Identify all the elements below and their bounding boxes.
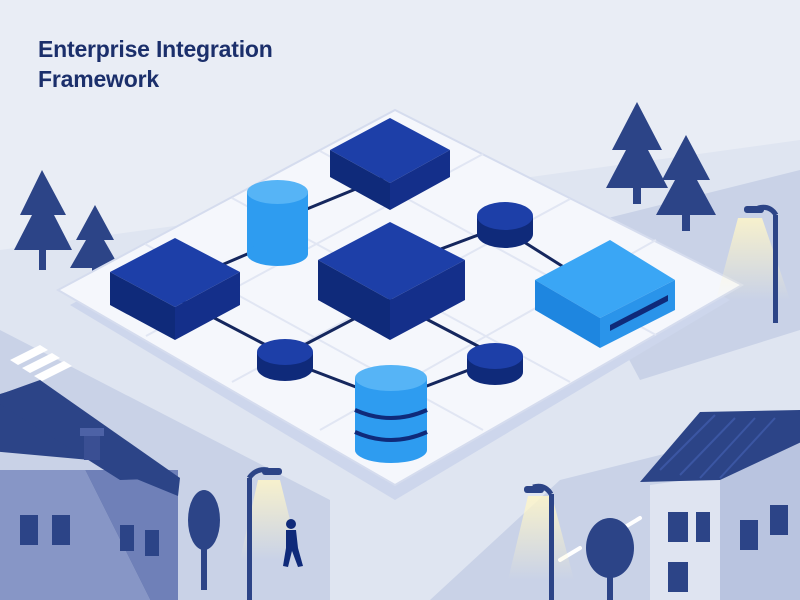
- tree-group-bottom: [188, 490, 634, 600]
- tree-icon: [586, 518, 634, 600]
- tree-group-right: [606, 102, 716, 231]
- house-icon: [0, 380, 180, 600]
- connector-node-lower-left: [257, 339, 313, 381]
- connector-node-lower-right: [467, 343, 523, 385]
- house-icon: [640, 410, 800, 600]
- server-icon: [535, 240, 675, 348]
- tree-icon: [14, 170, 72, 270]
- pedestrian-icon: [283, 519, 303, 567]
- title-line-2: Framework: [38, 66, 159, 92]
- title-line-1: Enterprise Integration: [38, 36, 273, 62]
- integration-node-top: [330, 118, 450, 210]
- tree-icon: [606, 102, 668, 204]
- tree-icon: [188, 490, 220, 590]
- database-icon: [247, 180, 308, 266]
- integration-node-left: [110, 238, 240, 340]
- street-lamp-icon: [240, 467, 300, 600]
- tree-icon: [656, 135, 716, 231]
- database-icon: [354, 365, 428, 463]
- street-lamp-icon: [716, 204, 790, 323]
- connector-node-right: [477, 202, 533, 248]
- crosswalk: [10, 345, 72, 381]
- page-title: Enterprise Integration Framework: [38, 34, 273, 94]
- street-lamp-icon: [508, 483, 574, 600]
- integration-node-center: [318, 222, 465, 340]
